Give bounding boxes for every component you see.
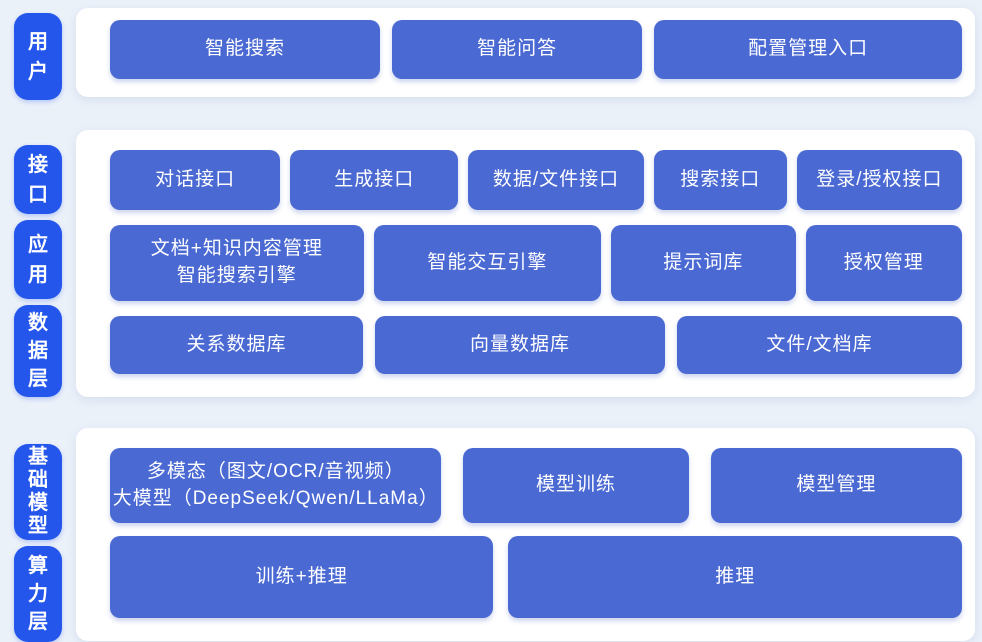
node-label: 模型训练 — [536, 474, 617, 496]
node-interactive-engine: 智能交互引擎 — [373, 225, 602, 301]
row-models: 多模态（图文/OCR/音视频） 大模型（DeepSeek/Qwen/LLaMa）… — [110, 448, 962, 523]
node-auth-management: 授权管理 — [805, 225, 962, 301]
layer-label-data-layer-text: 数据层 — [28, 312, 48, 390]
node-model-training: 模型训练 — [463, 448, 689, 523]
node-training-inference: 训练+推理 — [110, 536, 494, 618]
node-label: 训练+推理 — [255, 565, 348, 587]
panel-middle: 对话接口 生成接口 数据/文件接口 搜索接口 登录/授权接口 文档+知识内容管理 — [76, 130, 975, 397]
node-smart-search: 智能搜索 — [110, 20, 381, 79]
layer-label-application: 应用 — [14, 220, 62, 299]
row-interfaces: 对话接口 生成接口 数据/文件接口 搜索接口 登录/授权接口 — [110, 150, 962, 210]
node-dialog-api: 对话接口 — [110, 150, 281, 210]
node-label: 配置管理入口 — [748, 38, 869, 60]
node-label: 向量数据库 — [469, 333, 570, 355]
labels-col-foundation: 基础模型 算力层 — [14, 428, 62, 642]
panel-user: 智能搜索 智能问答 配置管理入口 — [76, 8, 975, 97]
node-label: 授权管理 — [843, 251, 924, 273]
node-label-line2: 大模型（DeepSeek/Qwen/LLaMa） — [112, 487, 439, 509]
node-label: 登录/授权接口 — [816, 168, 943, 190]
node-label: 智能交互引擎 — [427, 251, 548, 273]
band-foundation: 基础模型 算力层 多模态（图文/OCR/音视频） 大模型（DeepSeek/Qw… — [14, 428, 975, 642]
node-label: 对话接口 — [155, 168, 236, 190]
node-relational-db: 关系数据库 — [110, 316, 363, 374]
node-label-line1: 文档+知识内容管理 — [150, 238, 323, 260]
layer-label-user-text: 用户 — [28, 30, 48, 83]
labels-col-middle: 接口 应用 数据层 — [14, 130, 62, 397]
layer-label-compute-layer-text: 算力层 — [28, 555, 48, 633]
node-label: 推理 — [715, 565, 756, 587]
node-smart-qa: 智能问答 — [392, 20, 643, 79]
node-model-management: 模型管理 — [710, 448, 962, 523]
node-vector-db: 向量数据库 — [375, 316, 665, 374]
node-label: 模型管理 — [796, 474, 877, 496]
node-label: 数据/文件接口 — [492, 168, 620, 190]
node-label: 智能搜索 — [205, 38, 286, 60]
node-prompt-library: 提示词库 — [611, 225, 796, 301]
layer-label-foundation-model: 基础模型 — [14, 444, 62, 540]
layer-label-application-text: 应用 — [28, 233, 48, 286]
band-middle: 接口 应用 数据层 对话接口 生成接口 数据/文件接口 搜 — [14, 130, 975, 397]
row-applications: 文档+知识内容管理 智能搜索引擎 智能交互引擎 提示词库 授权管理 — [110, 225, 962, 301]
layer-label-data-layer: 数据层 — [14, 305, 62, 397]
node-file-doc-store: 文件/文档库 — [677, 316, 962, 374]
node-label: 搜索接口 — [680, 168, 761, 190]
node-login-auth-api: 登录/授权接口 — [796, 150, 962, 210]
row-user-entries: 智能搜索 智能问答 配置管理入口 — [110, 20, 962, 79]
layer-label-compute-layer: 算力层 — [14, 546, 62, 642]
labels-col-user: 用户 — [14, 8, 62, 100]
node-label: 智能问答 — [477, 38, 558, 60]
band-user: 用户 智能搜索 智能问答 配置管理入口 — [14, 8, 975, 100]
node-label: 文件/文档库 — [766, 333, 873, 355]
node-generation-api: 生成接口 — [290, 150, 459, 210]
node-label: 提示词库 — [663, 251, 744, 273]
node-label-line1: 多模态（图文/OCR/音视频） — [146, 460, 405, 482]
layer-label-interface-text: 接口 — [28, 153, 48, 206]
node-label: 关系数据库 — [186, 333, 287, 355]
layer-label-interface: 接口 — [14, 145, 62, 214]
node-label: 生成接口 — [334, 168, 415, 190]
node-inference: 推理 — [508, 536, 962, 618]
node-label-line2: 智能搜索引擎 — [176, 265, 297, 286]
layer-label-user: 用户 — [14, 13, 62, 100]
row-compute: 训练+推理 推理 — [110, 536, 962, 618]
panel-foundation: 多模态（图文/OCR/音视频） 大模型（DeepSeek/Qwen/LLaMa）… — [76, 428, 975, 641]
node-config-management-entry: 配置管理入口 — [654, 20, 962, 79]
row-data-stores: 关系数据库 向量数据库 文件/文档库 — [110, 316, 962, 374]
node-multimodal-llm: 多模态（图文/OCR/音视频） 大模型（DeepSeek/Qwen/LLaMa） — [110, 448, 442, 523]
node-data-file-api: 数据/文件接口 — [468, 150, 644, 210]
layer-label-foundation-model-text: 基础模型 — [28, 446, 48, 537]
node-search-api: 搜索接口 — [653, 150, 787, 210]
node-doc-knowledge-search-engine: 文档+知识内容管理 智能搜索引擎 — [110, 225, 364, 301]
